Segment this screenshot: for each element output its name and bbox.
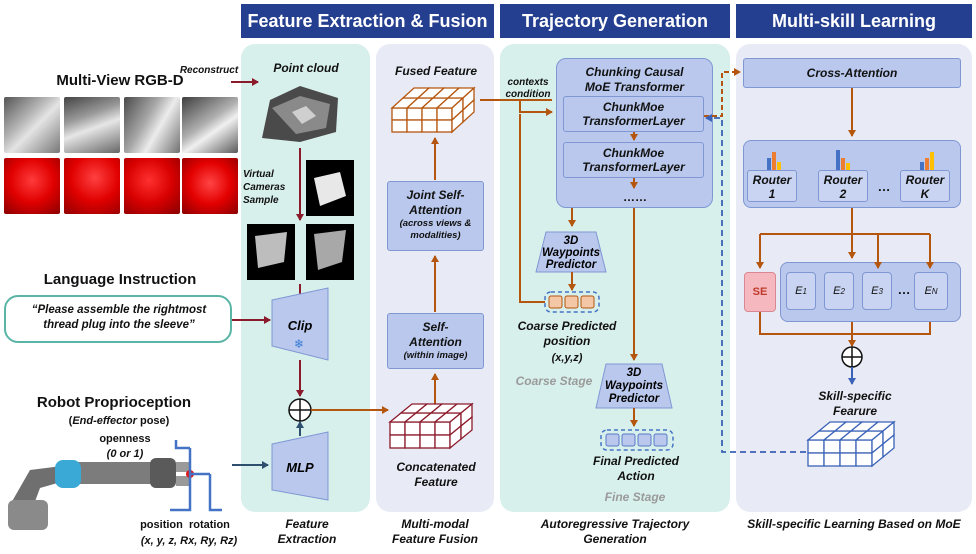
frozen-snowflake-icon: ❄ xyxy=(294,337,304,351)
skill-feature-cube xyxy=(806,420,896,468)
rgbd-label: Multi-View RGB-D xyxy=(56,72,184,89)
chunkmoe-layer-1: ChunkMoe TransformerLayer xyxy=(563,96,704,132)
layer-dots: …… xyxy=(623,190,647,204)
expert-1-base: E xyxy=(795,285,803,297)
waypoints-predictor-fine xyxy=(595,363,673,409)
proprio-sub: (End-effector pose) xyxy=(44,414,194,428)
waypoints-predictor-coarse xyxy=(535,231,607,273)
router-1: Router 1 xyxy=(747,170,797,202)
router-k: Router K xyxy=(900,170,950,202)
header-multiskill-learning: Multi-skill Learning xyxy=(736,4,972,38)
multiskill-caption: Skill-specific Learning Based on MoE xyxy=(747,517,961,531)
router-2-name: Router xyxy=(823,173,863,187)
trajectory-caption: Autoregressive Trajectory Generation xyxy=(540,517,690,546)
openness-value: (0 or 1) xyxy=(106,448,144,460)
language-label: Language Instruction xyxy=(43,271,197,288)
router-k-idx: K xyxy=(920,187,930,201)
expert-2-sub: 2 xyxy=(840,286,845,296)
fused-feature-cube xyxy=(390,86,476,134)
final-action-tokens xyxy=(600,429,674,451)
router-k-name: Router xyxy=(905,173,945,187)
router-2-bars-icon xyxy=(836,150,850,170)
expert-2-base: E xyxy=(833,285,841,297)
depth-view-1 xyxy=(4,158,60,214)
coarse-xyz-label: (x,y,z) xyxy=(551,352,583,364)
instruction-text: “Please assemble the rightmost thread pl… xyxy=(31,304,207,331)
proprio-sub-open: ( xyxy=(68,415,73,427)
header-trajectory-generation: Trajectory Generation xyxy=(500,4,730,38)
expert-dots: … xyxy=(897,282,911,297)
expert-n-base: E xyxy=(924,285,932,297)
mlp-encoder xyxy=(271,431,329,501)
fused-feature-label: Fused Feature xyxy=(394,64,478,78)
feature-extraction-caption: Feature Extraction xyxy=(277,517,337,546)
router-1-idx: 1 xyxy=(768,187,776,201)
proprio-label: Robot Proprioception xyxy=(36,394,192,411)
clip-encoder xyxy=(271,287,329,361)
expert-3-sub: 3 xyxy=(878,286,883,296)
self-attention-box: Self-Attention (within image) xyxy=(387,313,484,369)
cross-attention-box: Cross-Attention xyxy=(743,58,961,88)
reconstruct-label: Reconstruct xyxy=(179,65,239,76)
pos-rot-values: (x, y, z, Rx, Ry, Rz) xyxy=(140,535,238,547)
router-2-idx: 2 xyxy=(839,187,847,201)
self-attention-title: Self-Attention xyxy=(409,320,462,349)
expert-n-sub: N xyxy=(931,286,938,296)
fine-stage-label: Fine Stage xyxy=(604,490,666,504)
joint-self-attention-sub: (across views & modalities) xyxy=(399,218,472,241)
concatenated-feature-cube xyxy=(388,402,474,450)
coarse-stage-label: Coarse Stage xyxy=(515,374,593,388)
router-1-name: Router xyxy=(752,173,792,187)
contexts-condition-label: contexts condition xyxy=(505,77,551,100)
router-dots: … xyxy=(877,179,891,194)
joint-self-attention-box: Joint Self-Attention (across views & mod… xyxy=(387,181,484,251)
clip-label: Clip xyxy=(288,318,313,333)
depth-view-4 xyxy=(182,158,238,214)
expert-3-base: E xyxy=(871,285,879,297)
fusion-caption: Multi-modal Feature Fusion xyxy=(391,517,478,546)
depth-view-2 xyxy=(64,158,120,214)
router-2: Router 2 xyxy=(818,170,868,202)
final-action-label: Final Predicted Action xyxy=(592,454,680,483)
self-attention-sub: (within image) xyxy=(403,350,468,361)
point-cloud-image xyxy=(260,80,340,142)
instruction-bubble xyxy=(4,295,232,343)
router-k-bars-icon xyxy=(920,152,934,170)
rgb-view-1 xyxy=(4,97,60,153)
pos-rot-label: position rotation xyxy=(140,519,230,531)
virtual-cameras-label: Virtual Cameras Sample xyxy=(243,169,286,206)
chunkmoe-layer-2: ChunkMoe TransformerLayer xyxy=(563,142,704,178)
header-feature-extraction: Feature Extraction & Fusion xyxy=(241,4,494,38)
proprio-sub-pose: pose) xyxy=(136,415,170,427)
robot-arm-image xyxy=(8,458,194,530)
coarse-position-label: Coarse Predicted position xyxy=(517,319,617,348)
router-1-bars-icon xyxy=(767,152,781,170)
concatenated-feature-label: Concatenated Feature xyxy=(396,460,476,489)
moe-transformer-title: Chunking Causal MoE Transformer xyxy=(584,65,685,94)
coarse-tokens xyxy=(544,291,600,313)
expert-1-sub: 1 xyxy=(802,286,807,296)
point-cloud-label: Point cloud xyxy=(273,61,339,75)
mlp-label: MLP xyxy=(286,460,314,475)
rgb-view-4 xyxy=(182,97,238,153)
rgb-view-3 xyxy=(124,97,180,153)
depth-view-3 xyxy=(124,158,180,214)
openness-label: openness xyxy=(99,433,151,445)
proprio-sub-ee: End-effector xyxy=(72,415,137,427)
skill-feature-label: Skill-specific Fearure xyxy=(818,389,892,418)
shared-expert: SE xyxy=(744,272,776,312)
rgb-view-2 xyxy=(64,97,120,153)
joint-self-attention-title: Joint Self-Attention xyxy=(406,188,465,217)
